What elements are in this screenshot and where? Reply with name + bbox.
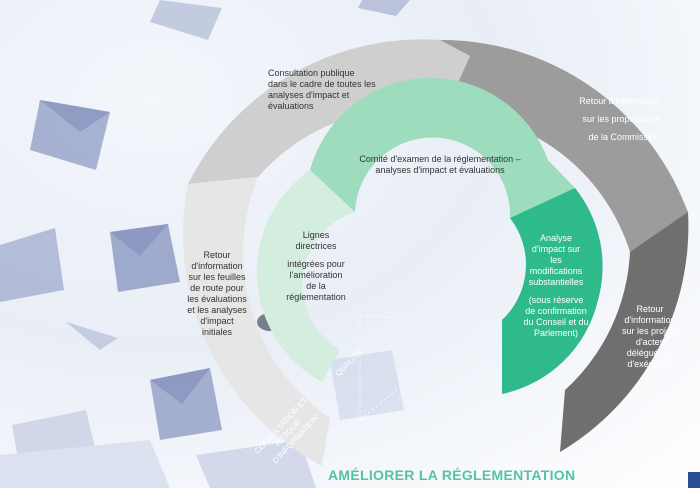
- segment-inner-top: [310, 77, 575, 232]
- label-analyse-impact: Analyse d'impact sur les modifications s…: [523, 233, 589, 338]
- segment-outer-top-right: [440, 39, 688, 268]
- segment-inner-right: [502, 188, 603, 394]
- diagram-title: AMÉLIORER LA RÉGLEMENTATION: [328, 467, 576, 483]
- quality-wedge: [359, 314, 441, 422]
- label-consultation-publique: Consultation publique dans le cadre de t…: [268, 68, 376, 111]
- segment-outer-right: [560, 212, 689, 452]
- label-comite-examen: Comité d'examen de la réglementation – a…: [359, 154, 521, 175]
- label-lignes-directrices: Lignes directrices intégrées pour l'amél…: [286, 230, 346, 302]
- background-decoration: [0, 0, 410, 488]
- label-retour-propositions: Retour d'information sur les proposition…: [579, 96, 660, 142]
- flag-logo: [688, 472, 700, 488]
- segment-outer-left: [183, 177, 330, 466]
- segment-outer-top-left: [188, 39, 470, 185]
- segment-inner-left: [256, 170, 355, 382]
- label-retour-actes-delegues: Retour d'information sur les projets d'a…: [621, 304, 679, 369]
- label-retour-feuilles-de-route: Retour d'information sur les feuilles de…: [187, 250, 247, 337]
